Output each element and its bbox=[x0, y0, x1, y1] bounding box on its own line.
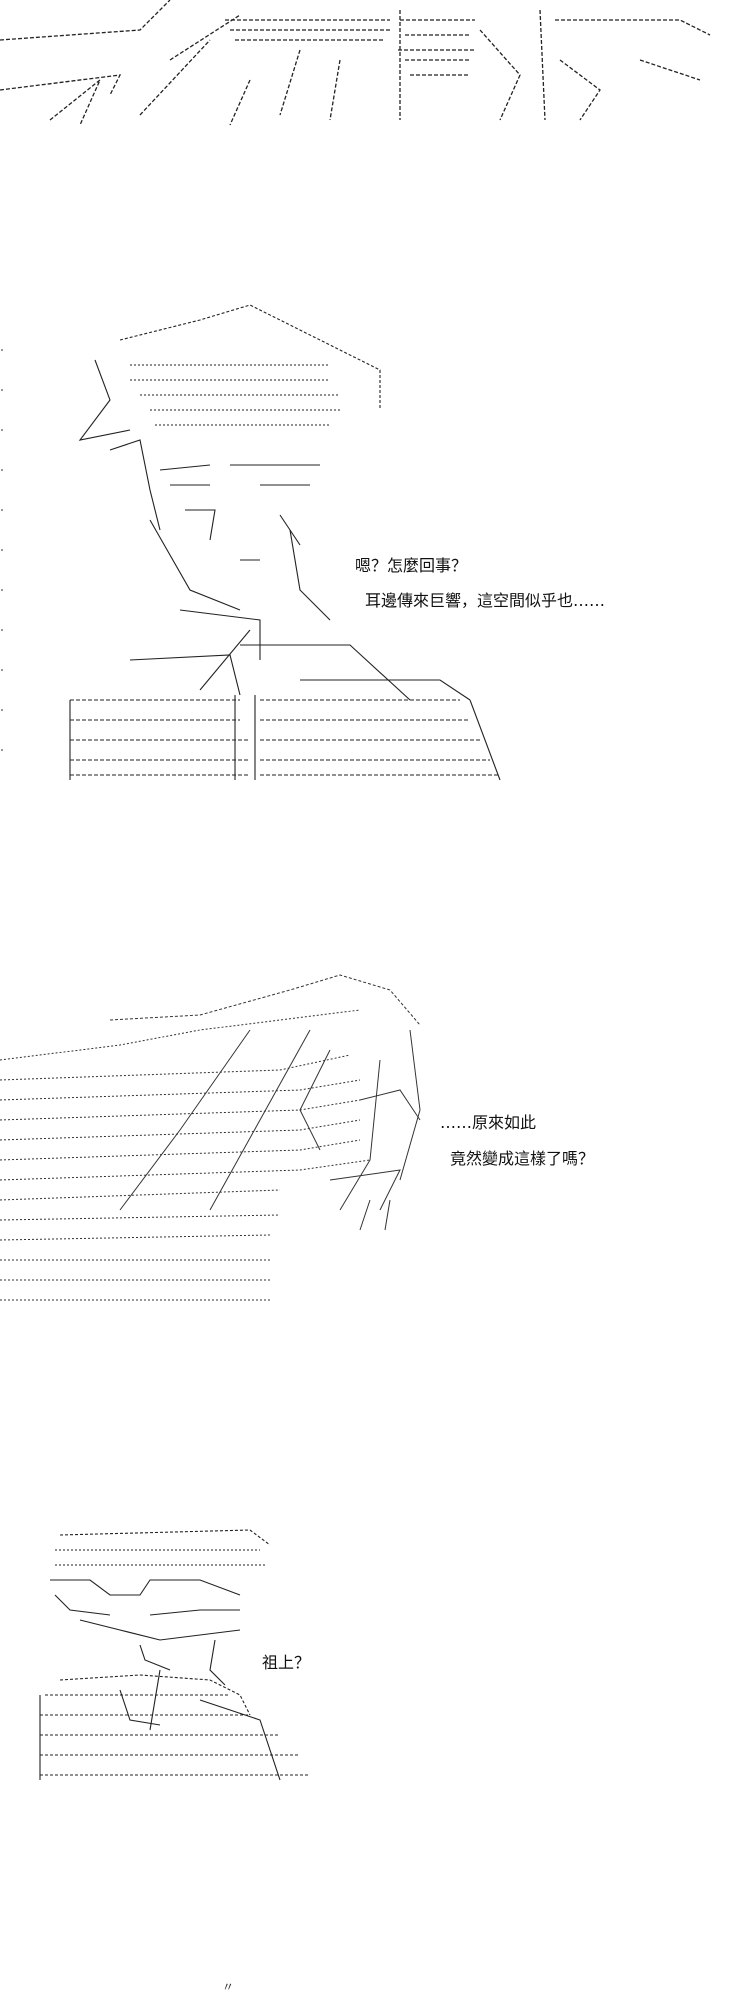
footer-mark: 〃 bbox=[222, 1980, 235, 1994]
panel-1-banner bbox=[0, 0, 750, 140]
dialogue-line: 竟然變成這樣了嗎？ bbox=[450, 1149, 595, 1168]
panel-4: 祖上？ bbox=[0, 1520, 750, 1820]
dialogue-line: 嗯？怎麼回事？ bbox=[355, 556, 468, 575]
cloaked-figure-ascii-art bbox=[0, 970, 750, 1340]
banner-ascii-art bbox=[0, 0, 750, 140]
small-character-ascii-art bbox=[0, 1520, 750, 1820]
panel-2: 嗯？怎麼回事？ 耳邊傳來巨響，這空間似乎也…… bbox=[0, 300, 750, 790]
edge-scan-marks bbox=[0, 330, 6, 790]
dialogue-line: ……原來如此 bbox=[440, 1113, 537, 1132]
character-ascii-art bbox=[0, 300, 750, 790]
dialogue-line: 耳邊傳來巨響，這空間似乎也…… bbox=[365, 591, 606, 610]
dialogue-line: 祖上？ bbox=[262, 1653, 311, 1672]
panel-3: ……原來如此 竟然變成這樣了嗎？ bbox=[0, 970, 750, 1340]
